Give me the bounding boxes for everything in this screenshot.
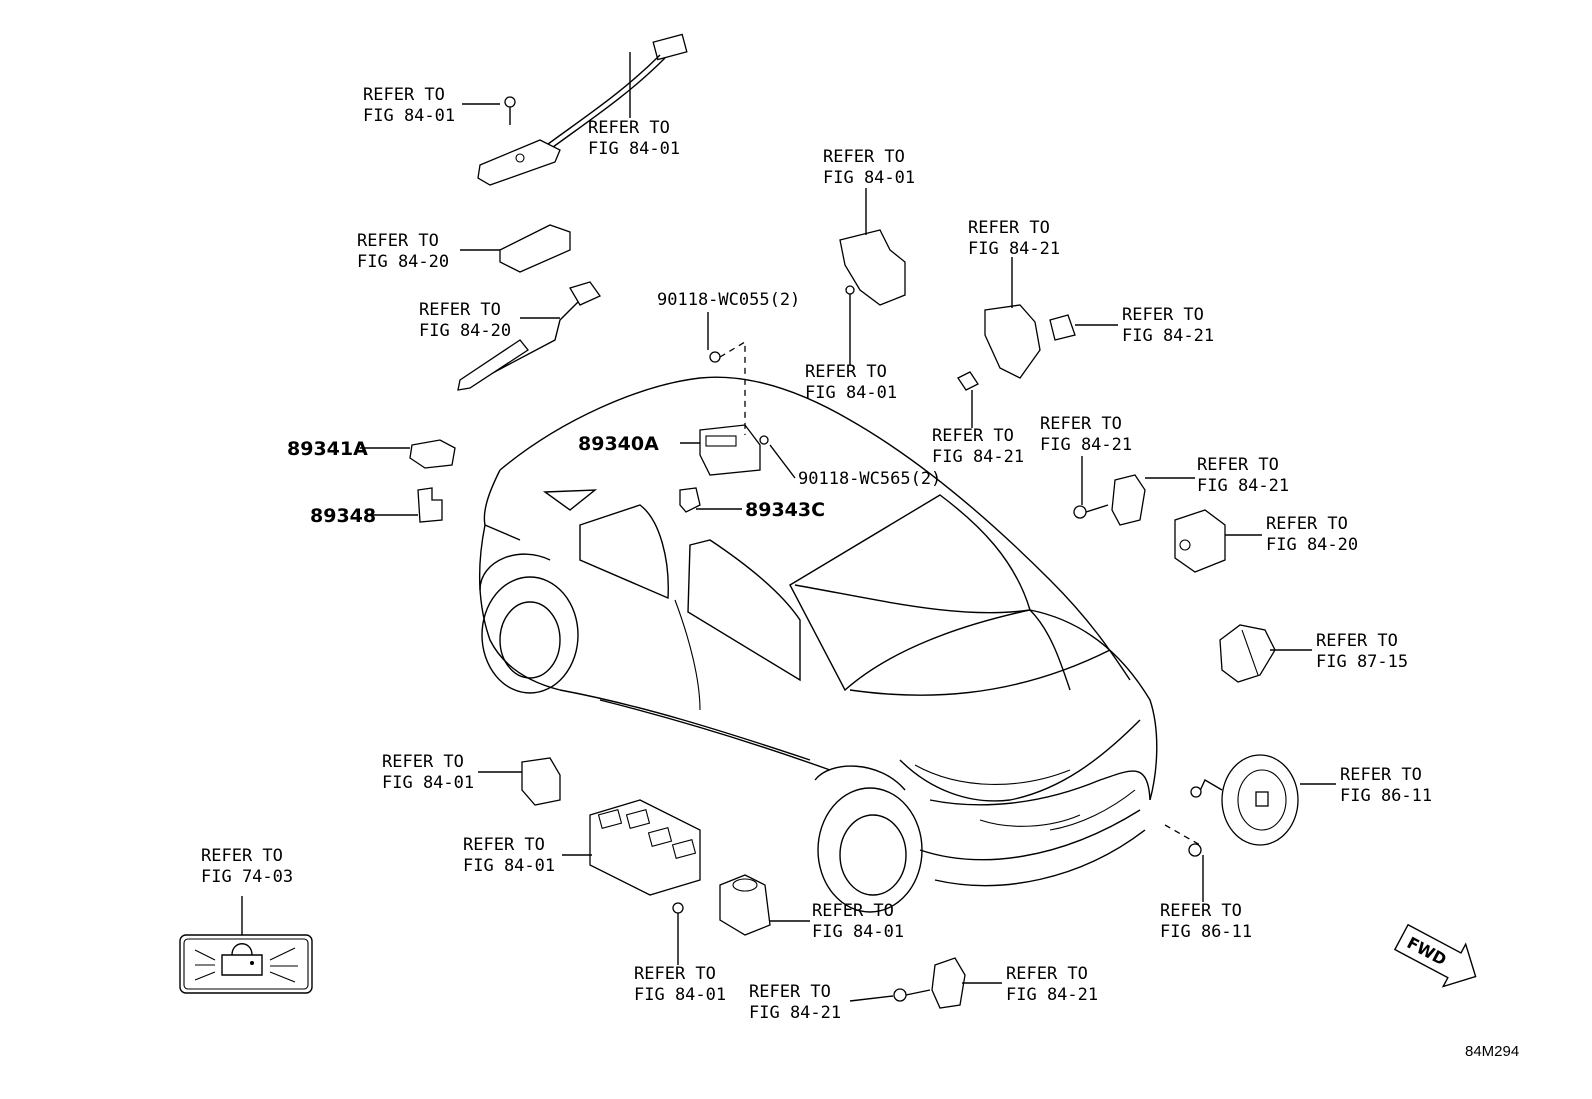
sensor-bracket-part — [957, 304, 1076, 391]
callout-c19-line1: REFER TO — [634, 964, 716, 984]
sensor-right-connector-part — [1073, 474, 1146, 526]
callout-c5-line1: REFER TO — [823, 147, 905, 167]
callout-c7-line2: FIG 84-21 — [968, 239, 1060, 259]
callout-c20: REFER TO FIG 84-01 — [812, 901, 904, 942]
callout-c18: REFER TO FIG 74-03 — [201, 846, 293, 887]
callout-c21: REFER TO FIG 84-21 — [749, 982, 841, 1023]
fwd-arrow: FWD — [1393, 923, 1477, 988]
vehicle-outline — [478, 376, 1158, 913]
sensor-center-top-part — [839, 229, 906, 310]
part-89343C-drawing — [679, 487, 701, 513]
callout-c9-line2: FIG 84-21 — [932, 447, 1024, 467]
callout-c4: REFER TO FIG 84-20 — [419, 300, 511, 341]
callout-c15-line1: REFER TO — [1160, 901, 1242, 921]
callout-c16-line1: REFER TO — [382, 752, 464, 772]
callout-c22-line1: REFER TO — [1006, 964, 1088, 984]
part-number-89343C: 89343C — [745, 499, 825, 521]
part-number-89340A: 89340A — [578, 433, 659, 455]
sensor-box-part — [1174, 509, 1226, 573]
screw-90118-WC565 — [759, 435, 769, 445]
callout-c6-line2: FIG 84-01 — [805, 383, 897, 403]
callout-c19: REFER TO FIG 84-01 — [634, 964, 726, 1005]
part-number-89341A: 89341A — [287, 438, 368, 460]
callout-c22: REFER TO FIG 84-21 — [1006, 964, 1098, 1005]
sensor-probe-part — [457, 281, 601, 391]
callout-c12-line2: FIG 84-20 — [1266, 535, 1358, 555]
callout-c1: REFER TO FIG 84-01 — [363, 85, 455, 126]
switch-small-part — [521, 757, 561, 806]
callout-c7: REFER TO FIG 84-21 — [968, 218, 1060, 259]
callout-c10-line2: FIG 84-21 — [1040, 435, 1132, 455]
callout-c6: REFER TO FIG 84-01 — [805, 362, 897, 403]
fwd-label: FWD — [1404, 933, 1450, 969]
callout-c21-line1: REFER TO — [749, 982, 831, 1002]
callout-c22-line2: FIG 84-21 — [1006, 985, 1098, 1005]
callout-c14-line1: REFER TO — [1340, 765, 1422, 785]
callout-c9-line1: REFER TO — [932, 426, 1014, 446]
screw-90118-WC055 — [709, 340, 746, 435]
callout-c8-line2: FIG 84-21 — [1122, 326, 1214, 346]
callout-c10-line1: REFER TO — [1040, 414, 1122, 434]
callout-c12: REFER TO FIG 84-20 — [1266, 514, 1358, 555]
callout-c2-line1: REFER TO — [588, 118, 670, 138]
sensor-bottom-part — [893, 957, 966, 1009]
part-89340A-drawing — [699, 424, 761, 476]
window-master-switch-part — [589, 799, 701, 925]
part-number-89348: 89348 — [310, 505, 376, 527]
callout-c13-line2: FIG 87-15 — [1316, 652, 1408, 672]
diagram-code: 84M294 — [1465, 1043, 1519, 1060]
screw-top-left — [504, 96, 516, 125]
callout-c3-line2: FIG 84-20 — [357, 252, 449, 272]
callout-c20-line1: REFER TO — [812, 901, 894, 921]
callout-c19-line2: FIG 84-01 — [634, 985, 726, 1005]
callout-c1-line1: REFER TO — [363, 85, 445, 105]
part-89348-drawing — [417, 487, 443, 523]
callout-c13: REFER TO FIG 87-15 — [1316, 631, 1408, 672]
callout-c4-line1: REFER TO — [419, 300, 501, 320]
part-89341A-drawing — [409, 439, 456, 469]
part-number-screw-top: 90118-WC055(2) — [657, 290, 800, 310]
antenna-cable-part — [477, 33, 688, 186]
callout-c1-line2: FIG 84-01 — [363, 106, 455, 126]
callout-c2-line2: FIG 84-01 — [588, 139, 680, 159]
callout-c4-line2: FIG 84-20 — [419, 321, 511, 341]
callout-c8-line1: REFER TO — [1122, 305, 1204, 325]
sensor-87-15-part — [1219, 624, 1276, 683]
callout-c17-line1: REFER TO — [463, 835, 545, 855]
callout-c18-line2: FIG 74-03 — [201, 867, 293, 887]
callout-c11: REFER TO FIG 84-21 — [1197, 455, 1289, 496]
mirror-switch-part — [719, 874, 771, 936]
callout-c17-line2: FIG 84-01 — [463, 856, 555, 876]
callout-c13-line1: REFER TO — [1316, 631, 1398, 651]
callout-c3: REFER TO FIG 84-20 — [357, 231, 449, 272]
antenna-block-part — [499, 224, 571, 273]
callout-c5-line2: FIG 84-01 — [823, 168, 915, 188]
callout-c17: REFER TO FIG 84-01 — [463, 835, 555, 876]
callout-c16: REFER TO FIG 84-01 — [382, 752, 474, 793]
callout-c3-line1: REFER TO — [357, 231, 439, 251]
callout-c11-line2: FIG 84-21 — [1197, 476, 1289, 496]
callout-c2: REFER TO FIG 84-01 — [588, 118, 680, 159]
callout-c21-line2: FIG 84-21 — [749, 1003, 841, 1023]
leader-lines — [241, 52, 1336, 1002]
warning-label-part — [179, 934, 313, 994]
callout-c15-line2: FIG 86-11 — [1160, 922, 1252, 942]
callout-c11-line1: REFER TO — [1197, 455, 1279, 475]
callout-c20-line2: FIG 84-01 — [812, 922, 904, 942]
callout-c7-line1: REFER TO — [968, 218, 1050, 238]
callout-c16-line2: FIG 84-01 — [382, 773, 474, 793]
callout-c14: REFER TO FIG 86-11 — [1340, 765, 1432, 806]
callout-c9: REFER TO FIG 84-21 — [932, 426, 1024, 467]
callout-c10: REFER TO FIG 84-21 — [1040, 414, 1132, 455]
callout-c14-line2: FIG 86-11 — [1340, 786, 1432, 806]
callout-c12-line1: REFER TO — [1266, 514, 1348, 534]
callout-c5: REFER TO FIG 84-01 — [823, 147, 915, 188]
callout-c6-line1: REFER TO — [805, 362, 887, 382]
part-number-screw-side: 90118-WC565(2) — [798, 469, 941, 489]
callout-c8: REFER TO FIG 84-21 — [1122, 305, 1214, 346]
callout-c15: REFER TO FIG 86-11 — [1160, 901, 1252, 942]
callout-c18-line1: REFER TO — [201, 846, 283, 866]
horn-part — [1164, 754, 1299, 857]
